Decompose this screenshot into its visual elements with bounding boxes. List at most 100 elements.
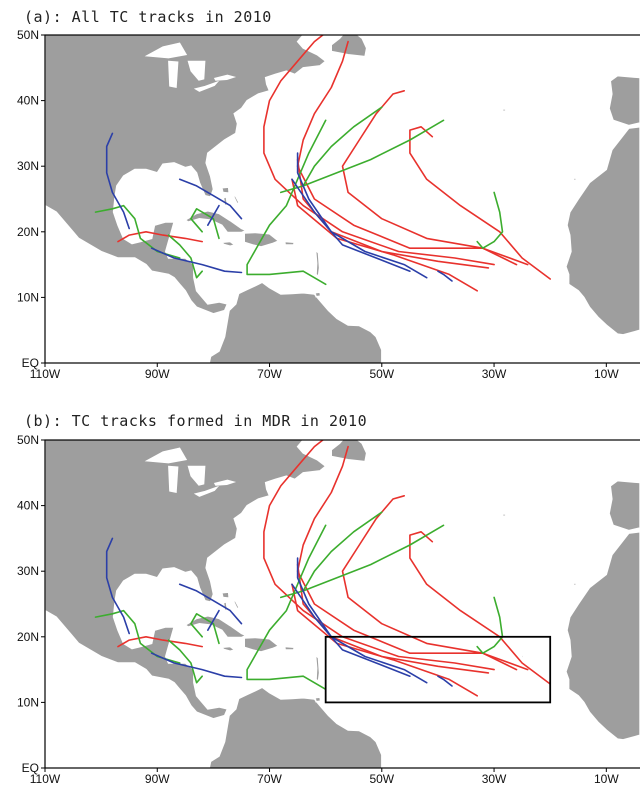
land-cuba (184, 615, 248, 639)
map-frame-a (44, 34, 640, 364)
x-tick-label-b-1: 90W (145, 772, 170, 786)
track-green-1 (280, 511, 383, 599)
track-blue-2 (178, 178, 243, 220)
y-tick-label-a-0: EQ (22, 356, 39, 370)
lake-lake-superior (144, 42, 188, 59)
x-tick-label-b-0: 110W (30, 772, 61, 786)
y-tick-label-a-3: 30N (17, 159, 39, 173)
land-south-america (208, 281, 383, 363)
y-tick-label-a-4: 40N (17, 94, 39, 108)
x-tick-label-a-5: 10W (594, 367, 619, 381)
track-red-5 (296, 158, 490, 269)
track-blue-1 (105, 537, 130, 635)
land-ireland (615, 35, 619, 36)
land-africa (565, 531, 640, 741)
land-british-isles (628, 440, 631, 441)
lake-lake-winnipeg-fragment (115, 32, 121, 35)
land-azores (501, 513, 507, 517)
track-blue-4 (150, 247, 243, 274)
track-blue-7 (437, 270, 453, 282)
land-canary (573, 177, 577, 182)
x-tick-label-b-2: 70W (257, 772, 282, 786)
land-africa (565, 126, 640, 336)
x-tick-label-b-4: 30W (482, 772, 507, 786)
land-north-america (45, 35, 327, 315)
lake-lake-erie (193, 485, 220, 497)
map-frame-b (44, 439, 640, 769)
track-red-6 (291, 583, 478, 697)
track-green-1 (280, 106, 383, 194)
land-ireland (615, 440, 619, 441)
track-red-6 (291, 178, 478, 292)
map-panel-b (45, 437, 640, 768)
land-bahamas-3 (232, 599, 241, 610)
lake-lake-huron (187, 60, 206, 81)
y-tick-label-a-1: 10N (17, 290, 39, 304)
land-jamaica (221, 240, 237, 247)
y-tick-label-b-3: 30N (17, 564, 39, 578)
y-tick-label-a-2: 20N (17, 225, 39, 239)
land-canary (573, 582, 577, 587)
land-lesser-antilles (314, 248, 321, 278)
lake-lake-winnipeg-fragment (115, 437, 121, 440)
land-jamaica (221, 645, 237, 652)
track-green-4 (246, 524, 327, 691)
land-bahamas-1 (220, 591, 230, 599)
panel-a-title: (a): All TC tracks in 2010 (24, 8, 272, 26)
lake-lake-michigan (168, 465, 179, 493)
lake-lake-superior (144, 447, 188, 464)
track-red-5 (296, 563, 490, 674)
track-blue-6 (291, 583, 411, 677)
track-green-3 (476, 191, 504, 249)
lake-lake-huron (187, 465, 206, 486)
track-red-3 (341, 495, 529, 671)
y-tick-label-b-5: 50N (17, 433, 39, 447)
land-british-isles (628, 35, 631, 36)
land-iberia (608, 479, 640, 532)
x-tick-label-a-2: 70W (257, 367, 282, 381)
panel-b-title: (b): TC tracks formed in MDR in 2010 (24, 412, 368, 430)
land-cape-verde (520, 249, 524, 254)
track-blue-3 (207, 609, 220, 631)
y-tick-label-b-4: 40N (17, 499, 39, 513)
track-red-4 (409, 531, 551, 685)
land-south-america (208, 686, 383, 768)
track-green-6 (167, 639, 203, 684)
mdr-box (324, 635, 552, 704)
land-trinidad (314, 291, 322, 298)
x-tick-label-a-3: 50W (369, 367, 394, 381)
track-red-3 (341, 90, 529, 266)
x-tick-label-a-1: 90W (145, 367, 170, 381)
land-cape-verde (520, 654, 524, 659)
x-tick-label-a-0: 110W (30, 367, 61, 381)
y-tick-label-a-5: 50N (17, 28, 39, 42)
land-azores (501, 108, 507, 112)
lake-lake-ontario (213, 74, 237, 81)
track-blue-3 (207, 204, 220, 226)
track-blue-4 (150, 652, 243, 679)
track-red-7 (117, 636, 203, 648)
lake-lake-michigan (168, 60, 179, 88)
land-newfoundland (330, 35, 368, 58)
land-lesser-antilles (314, 653, 321, 683)
land-puerto-rico (283, 240, 296, 246)
track-green-7 (190, 208, 220, 240)
track-green-6 (167, 234, 203, 279)
track-green-2 (302, 119, 445, 187)
land-bahamas-3 (232, 194, 241, 205)
track-green-3 (476, 596, 504, 654)
y-tick-label-b-2: 20N (17, 630, 39, 644)
track-red-7 (117, 231, 203, 243)
land-bahamas-1 (220, 186, 230, 194)
lake-lake-ontario (213, 479, 237, 486)
track-blue-7 (437, 675, 453, 687)
land-bermuda (297, 149, 301, 153)
x-tick-label-b-5: 10W (594, 772, 619, 786)
y-tick-label-b-1: 10N (17, 695, 39, 709)
land-cuba (184, 210, 248, 234)
map-panel-a (45, 32, 640, 363)
y-tick-label-b-0: EQ (22, 761, 39, 775)
x-tick-label-b-3: 50W (369, 772, 394, 786)
track-blue-2 (178, 583, 243, 625)
